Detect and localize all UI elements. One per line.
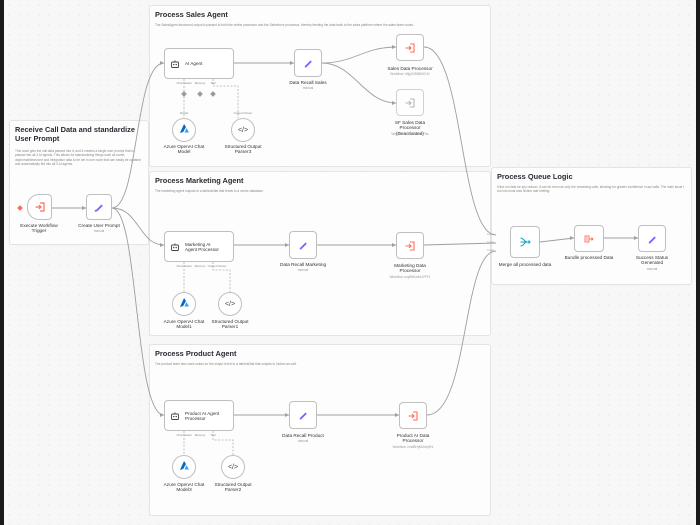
node-label: Marketing AI Agent Processor	[185, 241, 219, 252]
execute-workflow-icon	[404, 42, 416, 54]
node-label: Azure OpenAI Chat Model	[163, 144, 205, 155]
sticky-title: Process Queue Logic	[497, 172, 573, 181]
structured-output-parser-node[interactable]: </>	[221, 455, 245, 479]
sticky-description: This node gets the call data passed into…	[15, 149, 141, 167]
create-user-prompt-node[interactable]	[86, 194, 112, 220]
port-chat-model: Chat Model	[176, 433, 192, 437]
node-label: Merge all processed data	[498, 262, 552, 267]
node-sublabel: manual	[93, 229, 105, 233]
trigger-enter-icon	[34, 201, 46, 213]
bundle-processed-data-node[interactable]	[574, 225, 604, 252]
ai-agent-node[interactable]: AI Agent	[164, 48, 234, 79]
sticky-description: The marketing agent outputs to a table/a…	[155, 189, 264, 193]
pencil-icon	[297, 409, 309, 421]
node-sublabel: Workflow: uoyBb0w4dJVFF1	[389, 275, 431, 279]
node-sublabel: Workflow: cmdBHyfdXdqHHr	[392, 445, 434, 449]
marketing-ai-agent-processor-node[interactable]: Marketing AI Agent Processor	[164, 231, 234, 262]
sf-sales-data-processor-node[interactable]	[396, 89, 424, 116]
sticky-description: The product team also uses notion so the…	[155, 362, 297, 366]
node-label: Success Status Generated	[635, 255, 669, 266]
azure-icon	[179, 121, 190, 139]
node-label: Data Recall Product	[282, 433, 324, 438]
node-label: Azure OpenAI Chat Model1	[163, 319, 205, 330]
robot-icon	[170, 411, 180, 421]
sticky-description: If the run fails for any reason, it can …	[497, 185, 685, 194]
node-label: SF Sales Data Processor (Deactivated)	[394, 120, 426, 136]
node-label: Azure OpenAI Chat Model3	[163, 482, 205, 493]
pencil-icon	[93, 201, 105, 213]
port-memory: Memory	[194, 81, 206, 85]
merge-icon	[519, 236, 531, 248]
node-sublabel: manual	[302, 86, 314, 90]
port-memory: Memory	[194, 264, 206, 268]
azure-icon	[179, 458, 190, 476]
execute-workflow-trigger-node[interactable]	[27, 194, 52, 220]
node-sublabel: Workflow: 1Y09EXGDF3w	[391, 132, 429, 136]
data-recall-sales-node[interactable]	[294, 49, 322, 77]
marketing-data-processor-node[interactable]	[396, 232, 424, 259]
azure-icon	[179, 295, 190, 313]
port-tool: Tool	[210, 433, 216, 437]
code-braces-icon: </>	[227, 463, 239, 471]
port-chat-model: Chat Model	[176, 264, 192, 268]
success-status-generated-node[interactable]	[638, 225, 666, 252]
sticky-description: The SalesAgent structured output is pass…	[155, 23, 414, 27]
port-output-parser: Output Parser	[233, 111, 253, 115]
port-chat-model: Chat Model	[176, 81, 192, 85]
node-sublabel: Workflow: Mfg1GBB6HCHV	[390, 72, 430, 76]
node-label: Data Recall Sales	[289, 80, 327, 85]
code-braces-icon: </>	[224, 300, 236, 308]
node-sublabel: manual	[297, 439, 309, 443]
azure-openai-chat-model-node[interactable]	[172, 292, 196, 316]
port-model: Model	[179, 111, 189, 115]
sales-data-processor-node[interactable]	[396, 34, 424, 61]
merge-all-processed-data-node[interactable]	[510, 226, 540, 258]
pencil-icon	[297, 239, 309, 251]
execute-workflow-icon	[404, 240, 416, 252]
data-recall-marketing-node[interactable]	[289, 231, 317, 259]
sticky-title: Process Sales Agent	[155, 10, 228, 19]
aggregate-icon	[583, 233, 595, 245]
node-label: Marketing Data Processor	[394, 263, 426, 274]
azure-openai-chat-model-node[interactable]	[172, 455, 196, 479]
merge-input-label: Input	[487, 240, 494, 244]
sticky-title: Process Product Agent	[155, 349, 237, 358]
product-ai-data-processor-node[interactable]	[399, 402, 427, 429]
node-label: Product AI Agent Processor	[185, 410, 220, 421]
node-label: Execute Workflow Trigger	[20, 223, 58, 234]
sticky-title: Receive Call Data and standardize User P…	[15, 125, 135, 143]
robot-icon	[170, 59, 180, 69]
code-braces-icon: </>	[237, 126, 249, 134]
execute-workflow-icon	[407, 410, 419, 422]
pencil-icon	[302, 57, 314, 69]
node-sublabel: manual	[646, 267, 658, 271]
node-sublabel: manual	[297, 268, 309, 272]
sticky-process-sales-agent[interactable]: Process Sales Agent The SalesAgent struc…	[149, 5, 491, 167]
merge-input-label: Input	[487, 248, 494, 252]
structured-output-parser-node[interactable]: </>	[231, 118, 255, 142]
sticky-title: Process Marketing Agent	[155, 176, 244, 185]
node-label: Data Recall Marketing	[279, 262, 327, 267]
pencil-icon	[646, 233, 658, 245]
merge-input-label: Input	[487, 232, 494, 236]
port-tool: Tool	[210, 81, 216, 85]
workflow-canvas[interactable]: Receive Call Data and standardize User P…	[4, 0, 696, 525]
node-label: AI Agent	[185, 61, 203, 66]
node-label: Structured Output Parser3	[224, 144, 262, 155]
node-label: Create User Prompt	[78, 223, 120, 228]
product-ai-agent-processor-node[interactable]: Product AI Agent Processor	[164, 400, 234, 431]
node-label: Structured Output Parser1	[211, 319, 249, 330]
node-label: Bundle processed Data	[564, 255, 614, 260]
robot-icon	[170, 242, 180, 252]
node-label: Product AI Data Processor	[396, 433, 430, 444]
azure-openai-chat-model-node[interactable]	[172, 118, 196, 142]
port-output-parser: Output Parser	[207, 264, 227, 268]
node-label: Structured Output Parser2	[214, 482, 252, 493]
port-memory: Memory	[194, 433, 206, 437]
data-recall-product-node[interactable]	[289, 401, 317, 429]
structured-output-parser-node[interactable]: </>	[218, 292, 242, 316]
node-label: Sales Data Processor	[387, 66, 433, 71]
execute-workflow-icon	[404, 97, 416, 109]
